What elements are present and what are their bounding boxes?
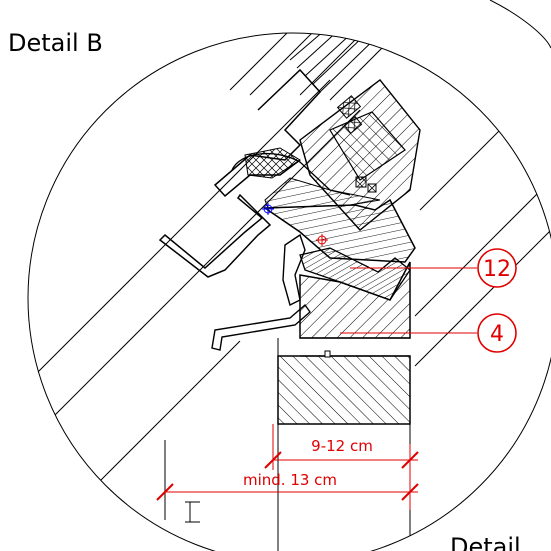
beam-notch bbox=[324, 350, 331, 358]
sash-wedge bbox=[329, 111, 406, 181]
drip-edge bbox=[211, 303, 311, 351]
callout-12-circle bbox=[477, 248, 517, 288]
callout-4-circle bbox=[477, 313, 517, 353]
red-marker bbox=[316, 234, 328, 246]
dimension-inner-label: 9-12 cm bbox=[311, 437, 373, 455]
next-detail-label: Detail bbox=[450, 533, 521, 551]
flashing-lower bbox=[282, 233, 306, 307]
detail-circle bbox=[27, 32, 551, 551]
callout-12-label: 12 bbox=[483, 257, 511, 282]
wall-beam bbox=[277, 355, 411, 425]
dimension-lines bbox=[165, 424, 418, 510]
dimension-ticks bbox=[156, 451, 419, 501]
sash-insulation bbox=[244, 147, 301, 179]
callout-4-label: 4 bbox=[490, 322, 504, 347]
adjacent-detail-circle bbox=[489, 0, 551, 49]
flashing-upper bbox=[158, 193, 272, 278]
wedge-block bbox=[262, 198, 416, 263]
blue-marker bbox=[262, 203, 274, 215]
detail-title: Detail B bbox=[8, 29, 103, 57]
dimension-outer-label: mind. 13 cm bbox=[243, 471, 337, 489]
